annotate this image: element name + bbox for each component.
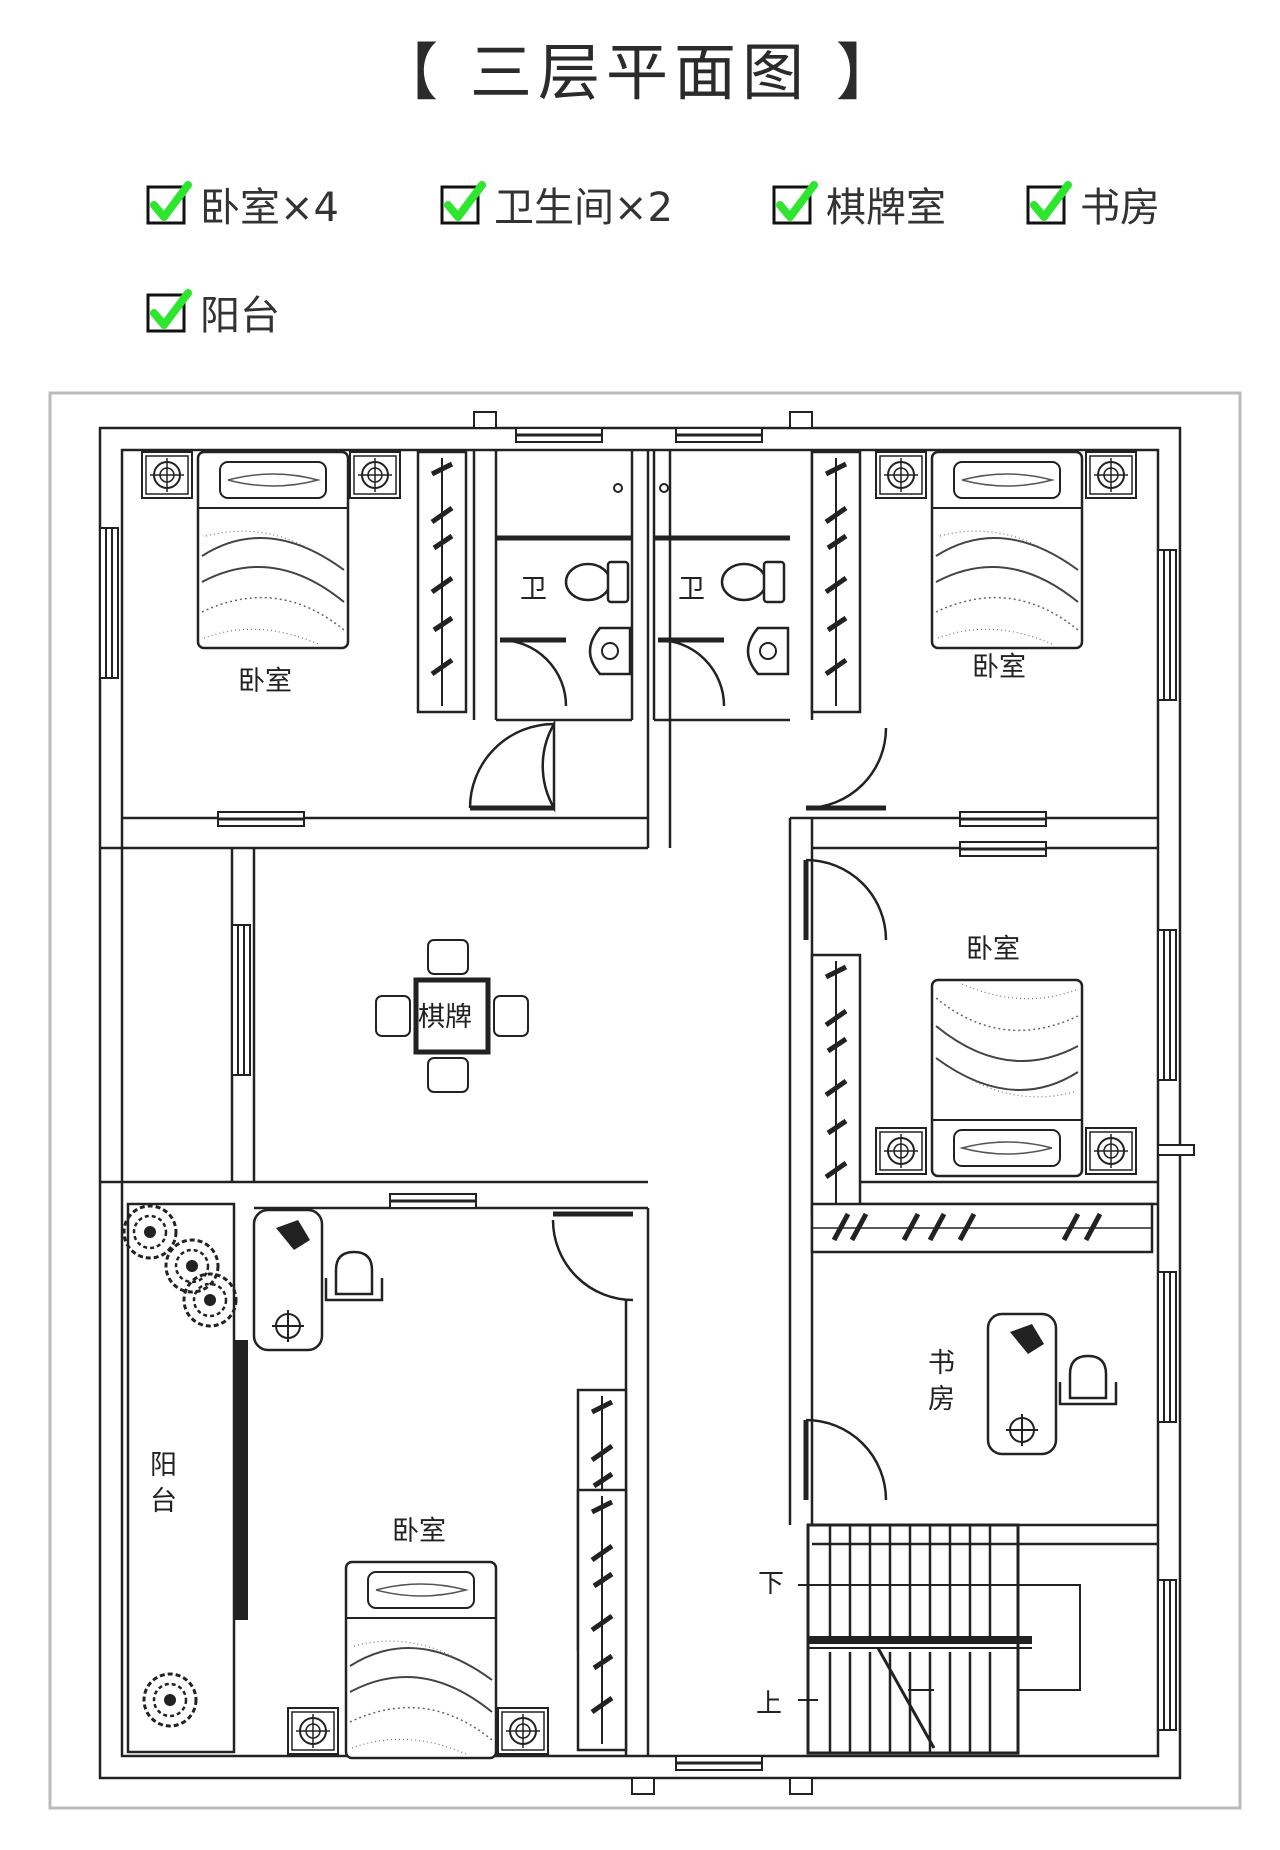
feature-label: 书房 [1080, 185, 1160, 231]
checkmark-icon [440, 181, 486, 225]
room-label-bath-right: 卫 [678, 574, 705, 605]
page-title: 【 三层平面图 】 [376, 36, 904, 109]
feature-label: 卧室×4 [200, 185, 339, 231]
checkmark-icon [146, 289, 192, 333]
room-label-study-2: 房 [928, 1384, 955, 1415]
feature-label: 棋牌室 [826, 185, 946, 231]
room-label-study-1: 书 [928, 1348, 955, 1379]
room-label-balcony-1: 阳 [150, 1450, 177, 1481]
feature-label: 卫生间×2 [494, 185, 673, 231]
checkmark-icon [772, 181, 818, 225]
staircase [798, 1523, 1081, 1755]
plan-frame [48, 391, 1242, 1810]
feature-bathrooms: 卫生间×2 [440, 176, 673, 232]
checkmark-icon [1026, 181, 1072, 225]
room-label-bedroom-e: 卧室 [966, 934, 1020, 965]
checkmark-icon [146, 181, 192, 225]
feature-balcony: 阳台 [146, 284, 280, 340]
doors [468, 637, 888, 1501]
stair-label-up: 上 [756, 1689, 782, 1719]
room-label-bath-left: 卫 [520, 574, 547, 605]
room-label-mahjong: 棋牌 [418, 1002, 472, 1033]
room-label-balcony-2: 台 [150, 1486, 177, 1517]
feature-bedrooms: 卧室×4 [146, 176, 339, 232]
feature-label: 阳台 [200, 293, 280, 339]
feature-study: 书房 [1026, 176, 1160, 232]
room-label-bedroom-nw: 卧室 [238, 666, 292, 697]
feature-mahjong-room: 棋牌室 [772, 176, 946, 232]
room-label-bedroom-sw: 卧室 [392, 1516, 446, 1547]
room-label-bedroom-ne: 卧室 [972, 652, 1026, 683]
stair-label-down: 下 [758, 1569, 784, 1599]
